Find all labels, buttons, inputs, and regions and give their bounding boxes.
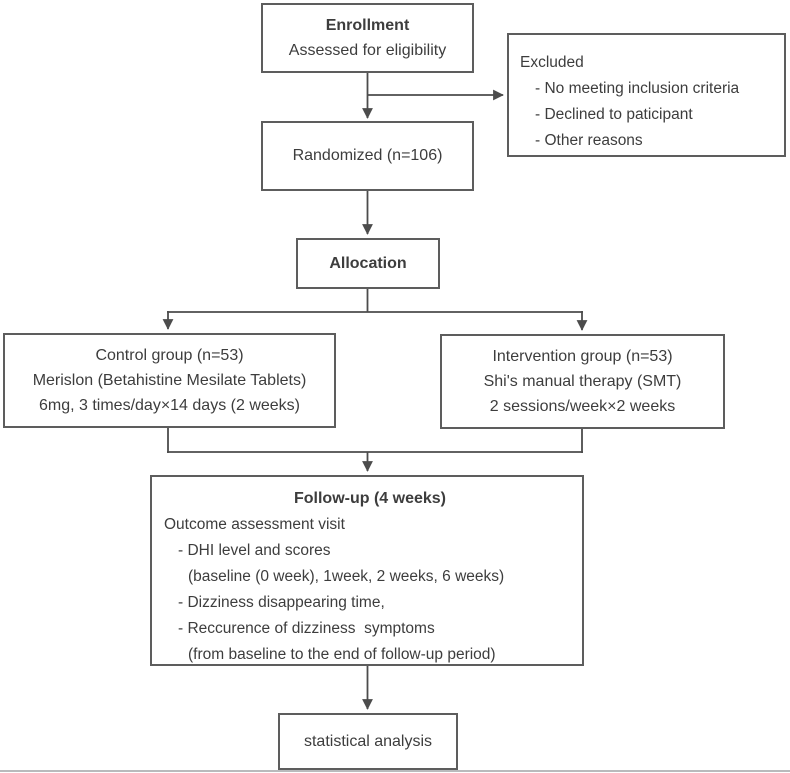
control-group-line: Merislon (Betahistine Mesilate Tablets): [32, 372, 307, 389]
excluded-item: - Other reasons: [535, 132, 643, 149]
followup-title: Follow-up (4 weeks): [293, 490, 446, 507]
followup-line: (from baseline to the end of follow-up p…: [188, 646, 496, 663]
enrollment-box: Enrollment Assessed for eligibility: [261, 3, 474, 73]
enrollment-title: Enrollment: [325, 16, 410, 34]
control-group-box: Control group (n=53) Merislon (Betahisti…: [3, 333, 336, 428]
enrollment-subtitle: Assessed for eligibility: [288, 41, 447, 59]
excluded-item: - Declined to paticipant: [535, 106, 693, 123]
randomized-label: Randomized (n=106): [292, 147, 443, 164]
intervention-group-line: Intervention group (n=53): [492, 348, 673, 365]
excluded-item: - No meeting inclusion criteria: [535, 80, 740, 97]
followup-line: - Reccurence of dizziness symptoms: [178, 620, 435, 637]
randomized-box: Randomized (n=106): [261, 121, 474, 191]
excluded-box: Excluded - No meeting inclusion criteria…: [507, 33, 786, 157]
intervention-group-line: Shi's manual therapy (SMT): [483, 373, 682, 390]
statistical-analysis-label: statistical analysis: [303, 732, 433, 750]
control-group-line: 6mg, 3 times/day×14 days (2 weeks): [38, 397, 300, 414]
followup-line: - DHI level and scores: [178, 542, 331, 559]
followup-line: - Dizziness disappearing time,: [178, 594, 385, 611]
intervention-group-line: 2 sessions/week×2 weeks: [489, 398, 676, 415]
statistical-analysis-box: statistical analysis: [278, 713, 458, 770]
followup-line: Outcome assessment visit: [164, 516, 345, 533]
figure-bottom-rule: [0, 770, 790, 772]
control-group-line: Control group (n=53): [95, 347, 244, 364]
excluded-title: Excluded: [520, 54, 584, 71]
allocation-label: Allocation: [329, 254, 407, 272]
followup-box: Follow-up (4 weeks) Outcome assessment v…: [150, 475, 584, 666]
followup-line: (baseline (0 week), 1week, 2 weeks, 6 we…: [188, 568, 505, 585]
allocation-box: Allocation: [296, 238, 440, 289]
intervention-group-box: Intervention group (n=53) Shi's manual t…: [440, 334, 725, 429]
